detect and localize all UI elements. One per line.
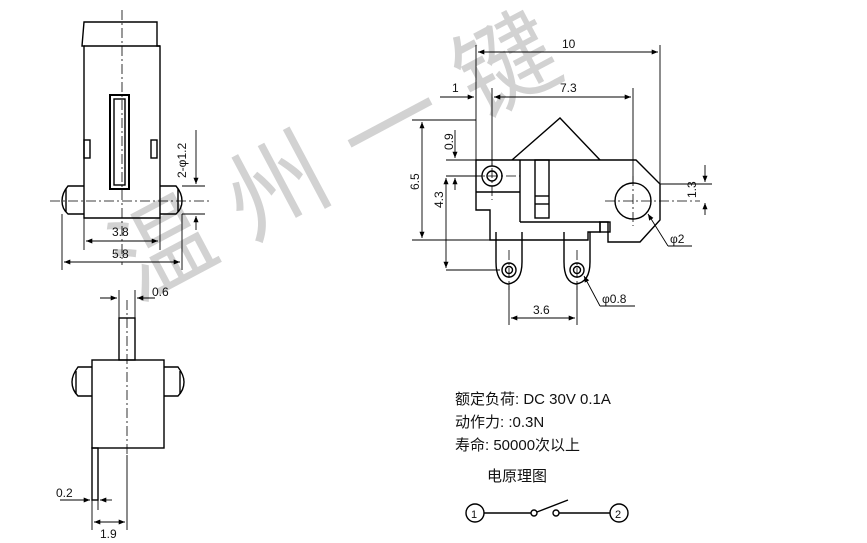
dim-pin-hole: 2-φ1.2 — [175, 143, 189, 178]
side-dims — [60, 290, 155, 530]
switch-schematic — [465, 499, 629, 523]
dim-3-6: 3.6 — [533, 303, 550, 317]
schematic-title: 电原理图 — [487, 468, 548, 485]
dim-1-9: 1.9 — [100, 527, 117, 541]
dim-1-3: 1.3 — [685, 181, 699, 198]
dim-3-8: 3.8 — [112, 225, 129, 239]
dim-4-3: 4.3 — [432, 191, 446, 208]
dim-phi-2: φ2 — [670, 232, 685, 246]
spec-force: 动作力: :0.3N — [455, 414, 545, 431]
terminal-2-label: 2 — [615, 509, 621, 521]
dim-7-3: 7.3 — [560, 81, 577, 95]
dim-10: 10 — [562, 37, 576, 51]
dim-0-9: 0.9 — [442, 133, 456, 150]
dim-1: 1 — [452, 81, 459, 95]
side-view — [71, 317, 185, 501]
dim-phi-0-8: φ0.8 — [602, 292, 627, 306]
plan-dims — [412, 45, 712, 325]
dim-0-6: 0.6 — [152, 285, 169, 299]
dim-5-8: 5.8 — [112, 247, 129, 261]
terminal-1-label: 1 — [471, 509, 477, 521]
centerlines-front — [50, 10, 210, 265]
dim-0-2: 0.2 — [56, 486, 73, 500]
centerlines-plan — [470, 150, 700, 290]
dim-6-5: 6.5 — [408, 173, 422, 190]
spec-life: 寿命: 50000次以上 — [455, 437, 581, 454]
front-dims — [61, 130, 205, 270]
spec-rating: 额定负荷: DC 30V 0.1A — [455, 391, 611, 408]
